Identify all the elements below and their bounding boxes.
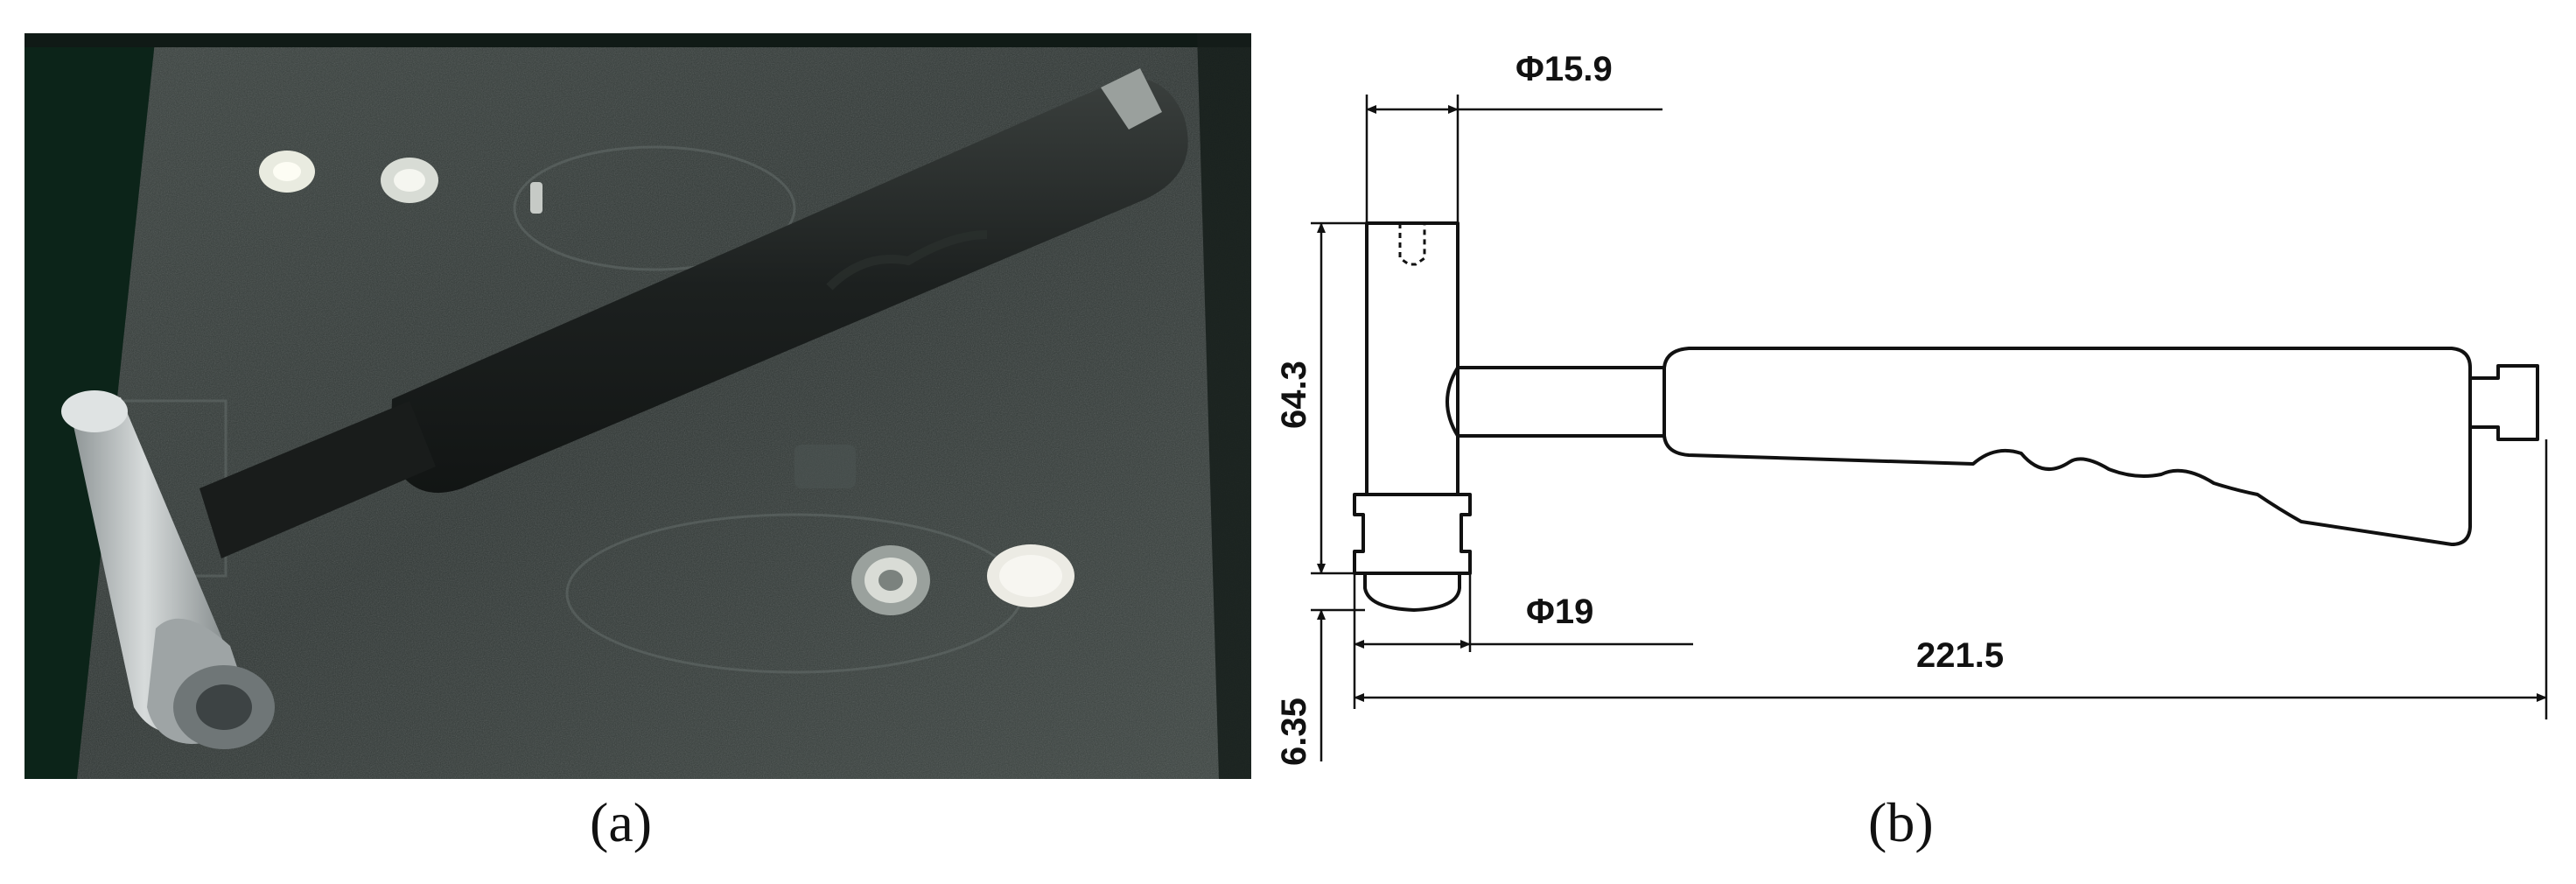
spare-tip-4: [987, 544, 1074, 607]
cable-connector: [2470, 364, 2539, 441]
dim-base-diameter: Φ19: [1526, 593, 1593, 631]
spare-tip-3: [851, 545, 930, 615]
hammer-shaft: [200, 401, 436, 558]
shaft: [1458, 366, 1664, 438]
spare-screw: [530, 182, 542, 214]
impact-hammer: [61, 68, 1188, 749]
spare-tips: [259, 151, 1074, 615]
dim-cap-height: 6.35: [1275, 698, 1313, 766]
hammer-outline: [1353, 221, 2539, 612]
impact-cap: [1363, 572, 1461, 612]
caption-a: (a): [590, 791, 653, 853]
hammer-dimension-drawing: Φ15.9 64.3 Φ19 6.35 221.5: [1275, 50, 2548, 766]
dim-head-height: 64.3: [1275, 361, 1313, 429]
hammer-photo: [24, 33, 1251, 779]
hammer-grip: [390, 79, 1188, 493]
dimension-lines: [1311, 95, 2548, 761]
hammer-head: [61, 390, 275, 749]
dim-total-length: 221.5: [1916, 636, 2004, 675]
handle: [1662, 347, 2472, 546]
spare-part-shadow: [794, 445, 856, 488]
tip-thread-hole: [1398, 223, 1426, 266]
caption-b: (b): [1868, 791, 1934, 853]
base-flange: [1353, 493, 1472, 575]
dim-tip-diameter: Φ15.9: [1516, 50, 1613, 88]
dimension-labels: Φ15.9 64.3 Φ19 6.35 221.5: [1275, 50, 2004, 766]
